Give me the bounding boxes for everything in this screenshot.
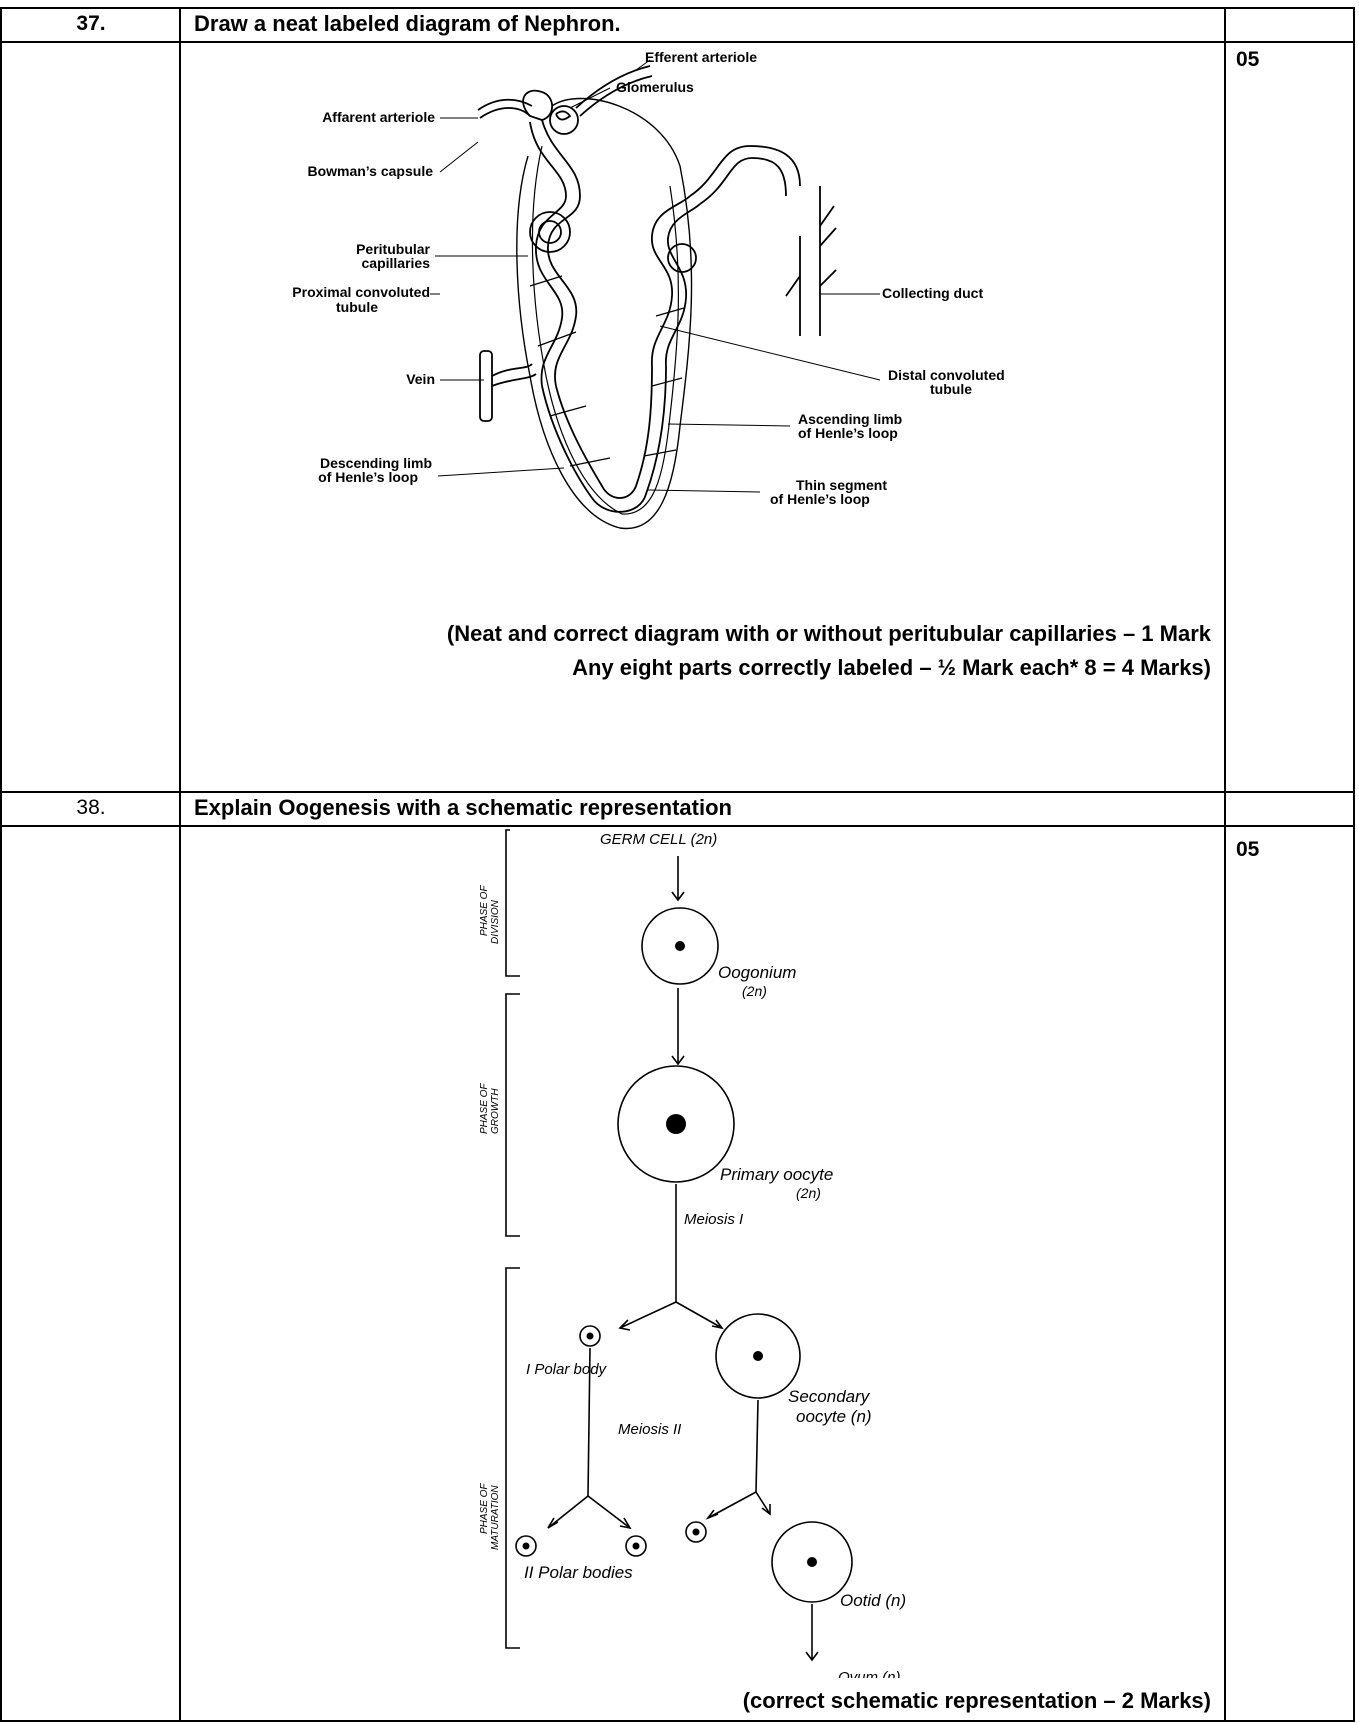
oogenesis-schematic: GERM CELL (2n) Oogonium (2n) Primary ooc… [440,828,1000,1678]
label-ovum: Ovum (n) [838,1669,901,1678]
label-phase-division-2: DIVISION [490,899,501,944]
label-vein: Vein [406,371,435,387]
label-bowmans-capsule: Bowman’s capsule [307,163,433,179]
question-37-number: 37. [2,9,180,41]
label-phase-maturation-1: PHASE OF [479,1483,490,1534]
question-38-number: 38. [2,793,180,825]
label-meiosis-2: Meiosis II [618,1421,681,1438]
question-38-text: Explain Oogenesis with a schematic repre… [181,793,1221,825]
label-first-polar-body: I Polar body [526,1361,608,1378]
label-oogonium: Oogonium [718,963,796,982]
label-collecting-duct: Collecting duct [882,285,983,301]
label-second-polar-bodies: II Polar bodies [524,1563,633,1582]
label-glomerulus: Glomerulus [616,79,694,95]
label-primary-ploidy: (2n) [796,1185,821,1201]
label-meiosis-1: Meiosis I [684,1211,743,1228]
question-37-caption-line-1: (Neat and correct diagram with or withou… [447,621,1211,647]
label-phase-maturation-2: MATURATION [490,1485,501,1550]
label-afferent-arteriole: Affarent arteriole [322,109,435,125]
label-oogonium-ploidy: (2n) [742,983,767,999]
label-primary-oocyte: Primary oocyte [720,1165,833,1184]
label-pct-2: tubule [336,299,378,315]
label-secondary-oocyte-1: Secondary [788,1387,871,1406]
question-37-text: Draw a neat labeled diagram of Nephron. [181,9,1221,41]
label-descending-2: of Henle’s loop [318,469,418,485]
label-phase-division-1: PHASE OF [479,885,490,936]
question-37-marks: 05 [1226,48,1346,78]
label-secondary-oocyte-2: oocyte (n) [796,1407,872,1426]
label-germ-cell: GERM CELL (2n) [600,831,717,848]
label-dct-2: tubule [930,381,972,397]
label-phase-growth-2: GROWTH [490,1088,501,1134]
nephron-diagram: Efferent arteriole Glomerulus Affarent a… [280,46,1140,586]
label-ootid: Ootid (n) [840,1591,906,1610]
question-37-caption-line-2: Any eight parts correctly labeled – ½ Ma… [572,655,1211,681]
label-phase-growth-1: PHASE OF [479,1083,490,1134]
label-pct-1: Proximal convoluted [292,284,430,300]
label-ascending-2: of Henle’s loop [798,425,898,441]
label-thin-segment-2: of Henle’s loop [770,491,870,507]
label-peritubular-2: capillaries [362,255,431,271]
question-38-caption: (correct schematic representation – 2 Ma… [743,1688,1211,1714]
question-38-marks: 05 [1226,838,1346,868]
label-efferent-arteriole: Efferent arteriole [645,49,757,65]
